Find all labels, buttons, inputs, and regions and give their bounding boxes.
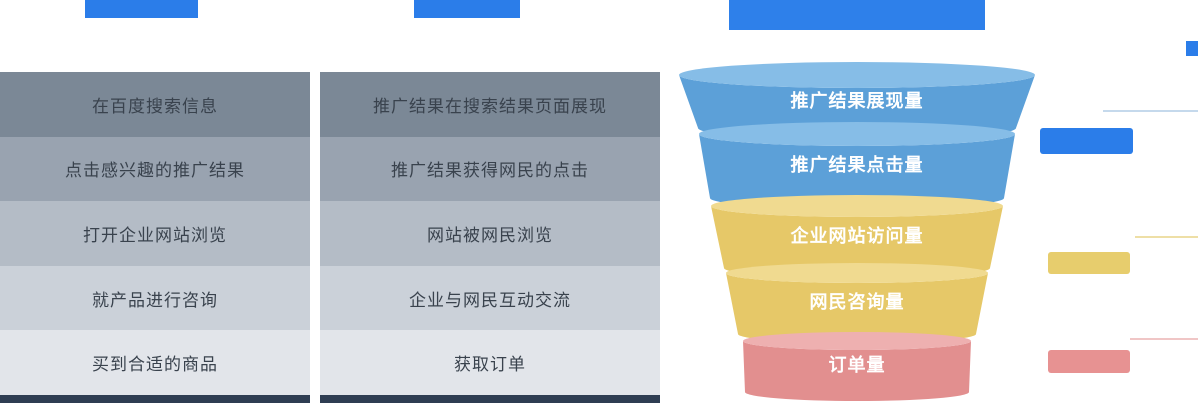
step-cell: 打开企业网站浏览 [0,201,310,266]
step-cell: 企业与网民互动交流 [320,265,660,331]
column-user-behavior: 在百度搜索信息 点击感兴趣的推广结果 打开企业网站浏览 就产品进行咨询 买到合适… [0,72,310,395]
step-cell: 推广结果在搜索结果页面展现 [320,72,660,137]
corner-blue-chip [1186,41,1198,56]
legend-chip-blue [1040,128,1133,154]
column-base-bar [0,395,310,403]
funnel-level-label: 网民咨询量 [810,291,905,312]
step-cell: 就产品进行咨询 [0,265,310,331]
header-bar-left [85,0,198,18]
callout-line-yellow [1135,236,1198,238]
callout-line-blue [1103,110,1198,112]
callout-line-red [1130,338,1198,340]
step-cell: 推广结果获得网民的点击 [320,136,660,202]
header-bar-right [729,0,985,30]
step-cell: 在百度搜索信息 [0,72,310,137]
funnel-level-5: 订单量 [743,332,971,401]
funnel-level-1: 推广结果展现量 [679,62,1035,140]
column-promotion-effect: 推广结果在搜索结果页面展现 推广结果获得网民的点击 网站被网民浏览 企业与网民互… [320,72,660,395]
funnel-level-4: 网民咨询量 [726,263,988,343]
legend-chip-yellow [1048,252,1130,274]
funnel-chart: 推广结果展现量 推广结果点击量 企业网站访问量 网民咨询量 订单量 [679,62,1035,401]
funnel-level-label: 企业网站访问量 [790,225,924,246]
funnel-level-label: 推广结果展现量 [791,90,924,111]
step-cell: 点击感兴趣的推广结果 [0,136,310,202]
step-cell: 买到合适的商品 [0,330,310,395]
funnel-level-3: 企业网站访问量 [711,195,1003,278]
funnel-level-label: 推广结果点击量 [791,154,924,175]
legend-chip-red [1048,350,1130,373]
header-bar-middle [414,0,520,18]
column-base-bar [320,395,660,403]
step-cell: 网站被网民浏览 [320,201,660,266]
funnel-level-2: 推广结果点击量 [699,122,1015,209]
funnel-level-label: 订单量 [829,354,886,375]
step-cell: 获取订单 [320,330,660,395]
